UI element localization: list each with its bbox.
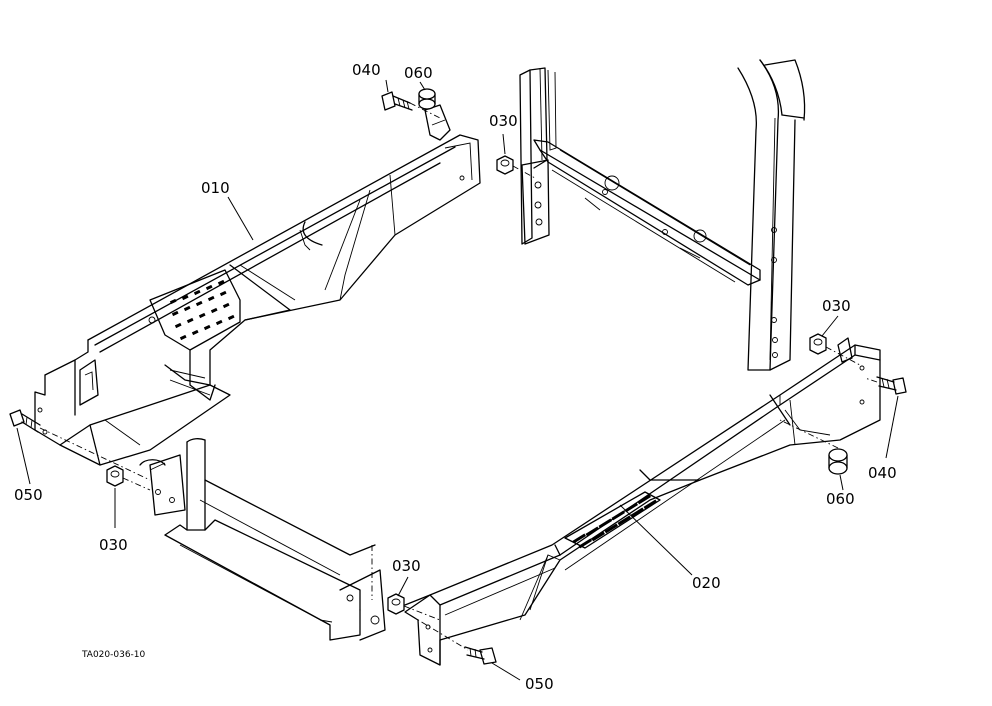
callout-030-right: 030: [822, 297, 851, 315]
step-frame-left-010: [34, 104, 481, 466]
callout-040-right: 040: [868, 464, 897, 482]
callout-030-lower-middle: 030: [392, 557, 421, 575]
base-frame: [139, 438, 386, 641]
bolt-050-bottom: [464, 646, 497, 665]
step-frame-right-020: [404, 337, 881, 666]
step-tread-perforations: [572, 494, 657, 549]
callout-010: 010: [201, 179, 230, 197]
callout-060-right: 060: [826, 490, 855, 508]
callout-040-top: 040: [352, 61, 381, 79]
nut-030-lower-middle: [387, 593, 405, 615]
nut-030-top: [496, 155, 514, 175]
callout-060-top: 060: [404, 64, 433, 82]
callout-050-bottom: 050: [525, 675, 554, 693]
callout-020: 020: [692, 574, 721, 592]
bolt-040-top: [381, 91, 413, 111]
leader-lines: [16, 79, 899, 681]
nut-030-right: [809, 333, 827, 355]
bolt-050-left: [9, 409, 41, 433]
rops-frame: [519, 59, 806, 371]
bolt-040-right: [876, 376, 907, 395]
assembly-center-lines: [39, 102, 878, 651]
callout-050-left: 050: [14, 486, 43, 504]
drawing-code: TA020-036-10: [81, 650, 146, 660]
cushion-060-top: [418, 88, 436, 110]
callout-030-lower-left: 030: [99, 536, 128, 554]
nut-030-lower-left: [106, 465, 124, 487]
perforation-holes: [169, 279, 235, 341]
callout-labels: 010 020 030 030 030 030 040 040 050 050 …: [14, 61, 897, 693]
callout-030-top: 030: [489, 112, 518, 130]
cushion-060-right: [828, 448, 848, 475]
